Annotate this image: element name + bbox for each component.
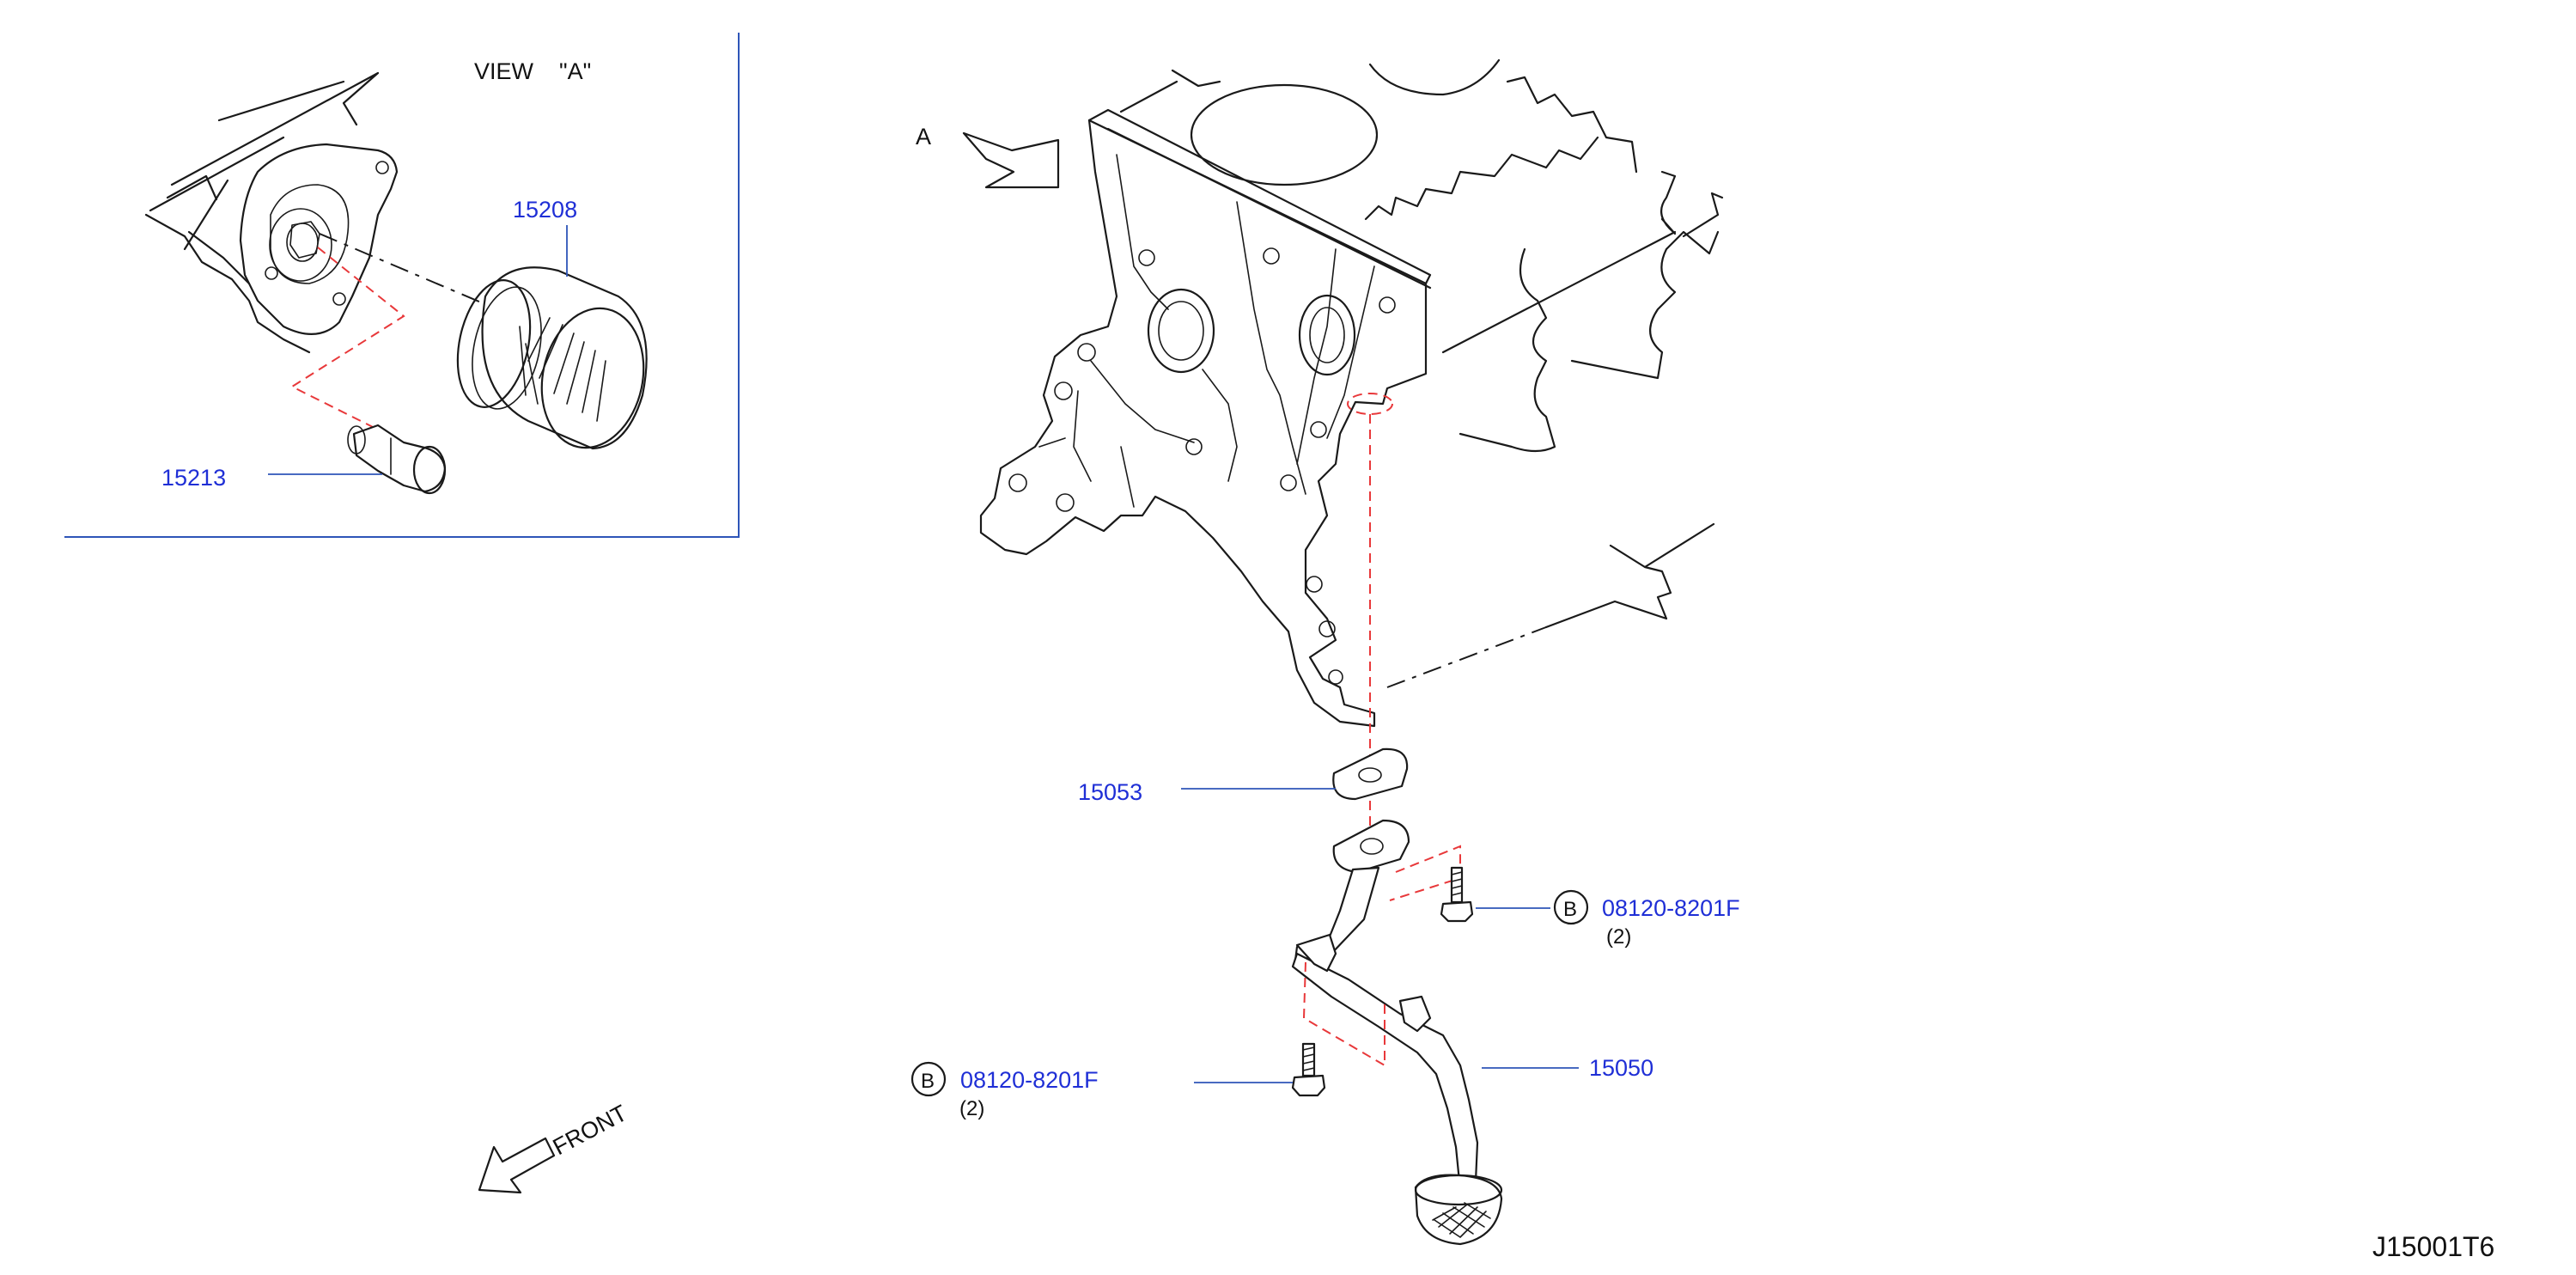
view-direction: A [916, 124, 1060, 189]
view-a-marker: A [916, 124, 931, 149]
strainer-bracket-lower [1398, 995, 1432, 1033]
connector-bolt-body [352, 424, 447, 493]
front-cover-ribs [1038, 154, 1375, 508]
view-direction-arrow [962, 131, 1060, 189]
block-oil-pan-line [1386, 626, 1547, 688]
gasket-hole [1358, 767, 1382, 783]
inset-block-outline [144, 71, 380, 354]
connector-bolt [347, 424, 447, 495]
oil-pump-housing [239, 143, 399, 335]
front-indicator: FRONT [478, 1100, 631, 1194]
view-a-title: VIEW "A" [474, 58, 591, 84]
part-number-15053: 15053 [1078, 779, 1142, 805]
part-number-bolt-upper: 08120-8201F [1602, 895, 1740, 921]
bolt-upper-qty: (2) [1606, 925, 1631, 949]
bolt-lower-thread [1302, 1046, 1315, 1071]
front-cover-boss-left [1147, 288, 1215, 374]
bolt-upper-ref-circle [1553, 889, 1589, 925]
cover-bolt-hole-1 [1138, 249, 1155, 266]
part-number-15050: 15050 [1589, 1055, 1653, 1081]
oil-passage-hidden [1347, 393, 1393, 415]
bolt-lower-head [1291, 1074, 1326, 1097]
front-cover-top-flange [1087, 108, 1432, 290]
connector-bolt-tip [347, 425, 366, 454]
oil-filter-seal [472, 286, 542, 410]
filter-centerline [319, 233, 482, 303]
cover-bolt-hole-11 [1306, 576, 1323, 593]
cover-bolt-hole-3 [1379, 296, 1396, 314]
oil-pump-face [270, 184, 350, 284]
engine-block [979, 58, 1724, 851]
cover-bolt-hole-5 [1054, 381, 1073, 400]
cover-bolt-hole-9 [1008, 473, 1027, 492]
front-label: FRONT [549, 1100, 631, 1160]
block-top-edge [1119, 58, 1638, 221]
bolt-lower [1291, 1042, 1326, 1097]
connector-bolt-head [412, 445, 447, 495]
bolt-upper-ref: B [1563, 898, 1577, 921]
cover-bolt-hole-13 [1328, 669, 1343, 685]
view-a-inset: VIEW "A" 15208 [64, 33, 740, 538]
part-number-15213: 15213 [161, 465, 226, 491]
front-cover [979, 119, 1428, 728]
block-lower-profile [1544, 522, 1715, 629]
cover-bolt-hole-8 [1310, 421, 1327, 438]
cover-bolt-hole-12 [1318, 620, 1336, 638]
cover-bolt-hole-2 [1263, 247, 1280, 265]
part-number-15208: 15208 [513, 197, 577, 223]
cover-bolt-hole-10 [1056, 493, 1075, 512]
bolt-upper [1440, 866, 1474, 923]
pump-bolt-hole-2 [265, 266, 278, 280]
oil-filter-body [481, 266, 648, 450]
strainer-flange-hole [1360, 838, 1384, 855]
bolt-lower-qty: (2) [959, 1097, 984, 1120]
cover-bolt-hole-7 [1280, 474, 1297, 491]
cover-bolt-hole-4 [1077, 343, 1096, 362]
oil-filter [456, 266, 648, 450]
strainer-mesh [1432, 1202, 1491, 1238]
connector-hidden-line [289, 247, 405, 430]
gasket [1332, 747, 1409, 801]
pump-boss-outer [269, 208, 332, 282]
part-number-bolt-lower: 08120-8201F [960, 1067, 1099, 1093]
upper-bolt-hidden-line [1389, 845, 1461, 901]
bolt-upper-head [1440, 900, 1474, 923]
strainer-screen-rim [1414, 1174, 1503, 1206]
bolt-lower-ref-circle [910, 1061, 947, 1097]
oil-strainer [1291, 819, 1503, 1246]
front-cover-boss-left-inner [1158, 301, 1204, 361]
pump-fitting [289, 221, 320, 259]
bolt-lower-ref: B [921, 1070, 935, 1093]
oil-filter-flutes [519, 317, 606, 422]
gasket-body [1332, 747, 1409, 801]
front-cover-boss-right [1298, 294, 1356, 376]
bolt-upper-thread [1451, 871, 1463, 896]
inset-frame [64, 33, 740, 538]
diagram-code: J15001T6 [2372, 1231, 2494, 1262]
cover-bolt-hole-6 [1185, 438, 1203, 455]
pump-bolt-hole-3 [332, 292, 346, 306]
strainer-screen [1414, 1174, 1503, 1246]
cylinder-bore [1190, 83, 1379, 186]
strainer-flange [1332, 819, 1410, 874]
pump-bolt-hole-1 [375, 161, 389, 174]
block-right-profile [1441, 170, 1724, 453]
strainer-pipe [1291, 952, 1479, 1192]
front-arrow [478, 1137, 556, 1194]
strainer-bracket-upper [1295, 933, 1337, 973]
front-cover-boss-right-inner [1309, 307, 1345, 363]
